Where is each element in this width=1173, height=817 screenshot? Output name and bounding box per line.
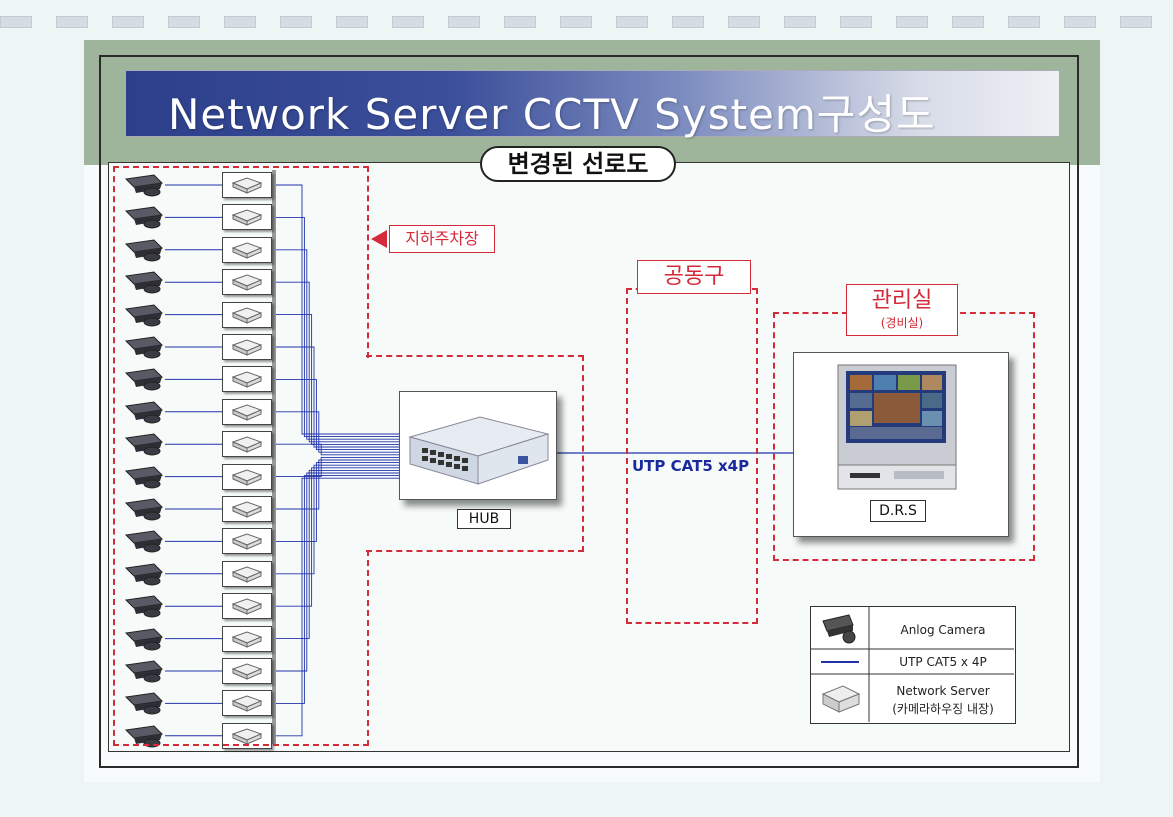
- cctv-camera-icon: [124, 174, 164, 197]
- server-hub-cable: [276, 411, 406, 453]
- server-hub-cable: [276, 216, 406, 438]
- zone-parking-hub: [366, 355, 584, 552]
- cctv-camera-icon: [124, 530, 164, 553]
- drs-monitor-icon: [837, 364, 957, 490]
- server-hub-cable: [276, 469, 406, 640]
- hub-label: HUB: [457, 509, 511, 529]
- cctv-camera-icon: [124, 595, 164, 618]
- network-server-icon: [222, 431, 272, 458]
- server-hub-cable: [276, 249, 406, 440]
- legend: Anlog Camera UTP CAT5 x 4P Network Serve…: [810, 606, 1016, 724]
- legend-cable-text: UTP CAT5 x 4P: [899, 655, 987, 669]
- cctv-camera-icon: [124, 628, 164, 651]
- cctv-camera-icon: [124, 336, 164, 359]
- server-hub-cable: [276, 462, 406, 542]
- drs-label: D.R.S: [870, 500, 926, 522]
- cctv-camera-icon: [124, 433, 164, 456]
- network-server-icon: [222, 172, 272, 198]
- server-hub-cable: [276, 443, 406, 456]
- server-hub-cable: [276, 459, 406, 510]
- zone-parking-upper: [113, 166, 369, 358]
- control-room-subtitle: (경비실): [880, 316, 924, 330]
- server-hub-cable: [276, 378, 406, 451]
- top-strip: [0, 10, 1173, 32]
- network-server-icon: [222, 625, 272, 652]
- legend-grid: [811, 607, 1014, 722]
- title-bar: Network Server CCTV System구성도: [125, 70, 1060, 139]
- diagram-subtitle: 변경된 선로도: [480, 146, 676, 182]
- legend-cable-icon: [821, 661, 859, 663]
- page-title: Network Server CCTV System구성도: [168, 90, 936, 139]
- zone-label-parking: 지하주차장: [389, 225, 495, 253]
- legend-camera-text: Anlog Camera: [900, 623, 986, 637]
- link-label: UTP CAT5 x4P: [632, 457, 750, 475]
- control-room-title: 관리실: [871, 288, 933, 313]
- network-server-icon: [222, 496, 272, 522]
- hub-device: [399, 391, 557, 500]
- zone-parking-lower: [113, 550, 369, 746]
- network-server-icon: [222, 560, 272, 587]
- cctv-camera-icon: [124, 271, 164, 294]
- server-hub-cable: [276, 467, 406, 607]
- network-server-icon: [222, 463, 272, 490]
- zone-label-control-room: 관리실 (경비실): [846, 284, 958, 336]
- cctv-camera-icon: [124, 206, 164, 229]
- legend-camera-icon: [822, 614, 856, 644]
- cctv-camera-icon: [124, 498, 164, 521]
- server-hub-cable: [276, 456, 406, 478]
- legend-server-icon: [821, 685, 861, 713]
- server-hub-cable: [276, 346, 406, 448]
- parking-arrow-icon: [371, 230, 387, 248]
- cctv-camera-icon: [124, 660, 164, 683]
- legend-server-text-2: (카메라하우징 내장): [892, 702, 994, 716]
- network-server-icon: [222, 236, 272, 263]
- network-server-icon: [222, 658, 272, 684]
- network-server-icon: [222, 334, 272, 360]
- cctv-camera-icon: [124, 725, 164, 748]
- cctv-camera-icon: [124, 563, 164, 586]
- slide-frame: [99, 55, 1079, 768]
- network-hub-icon: [408, 416, 550, 485]
- server-hub-cable: [276, 184, 406, 435]
- server-hub-cable: [276, 464, 406, 575]
- network-server-icon: [222, 301, 272, 328]
- server-hub-cable: [276, 472, 406, 672]
- server-hub-cable: [276, 475, 406, 704]
- cctv-camera-icon: [124, 368, 164, 391]
- cctv-camera-icon: [124, 239, 164, 262]
- cctv-camera-icon: [124, 304, 164, 327]
- legend-server-text-1: Network Server: [896, 684, 990, 698]
- network-server-icon: [222, 690, 272, 717]
- zone-common: [626, 288, 758, 624]
- backbone-bar: [272, 170, 276, 744]
- network-server-icon: [222, 593, 272, 620]
- cctv-camera-icon: [124, 692, 164, 715]
- server-hub-cable: [276, 281, 406, 443]
- network-server-icon: [222, 204, 272, 231]
- network-server-icon: [222, 366, 272, 393]
- zone-parking-left: [113, 166, 115, 746]
- zone-label-common: 공동구: [637, 260, 751, 294]
- server-hub-cable: [276, 477, 406, 737]
- cctv-camera-icon: [124, 401, 164, 424]
- network-server-icon: [222, 528, 272, 555]
- cctv-camera-icon: [124, 466, 164, 489]
- network-server-icon: [222, 398, 272, 425]
- network-server-icon: [222, 269, 272, 296]
